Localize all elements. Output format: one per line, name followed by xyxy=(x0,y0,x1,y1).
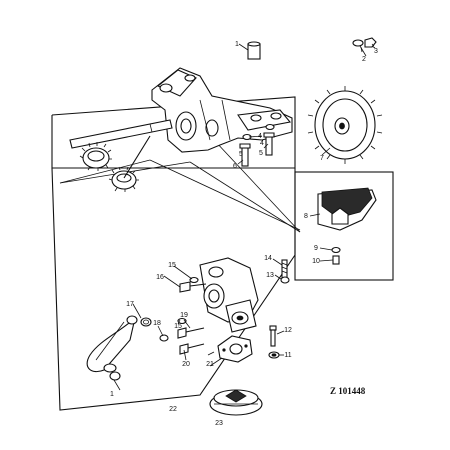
callout-8: 8 xyxy=(304,213,308,220)
nut-part-13 xyxy=(280,276,290,284)
callout-13: 13 xyxy=(266,272,274,279)
gasket-part-21 xyxy=(217,335,253,363)
strainer-part-23 xyxy=(209,389,263,416)
callout-22: 22 xyxy=(169,406,177,413)
bolt-part-12 xyxy=(269,325,277,347)
callout-15: 15 xyxy=(168,262,176,269)
seal-ring-17 xyxy=(140,317,152,327)
seal-ring-1-lower xyxy=(109,371,121,381)
callout-12: 12 xyxy=(284,327,292,334)
callout-5: 5 xyxy=(259,150,263,157)
callout-19: 19 xyxy=(180,312,188,319)
lower-assembly-frame xyxy=(51,167,296,411)
stud-part-14 xyxy=(281,259,288,279)
callout-1-second: 1 xyxy=(110,391,114,398)
callout-14: 14 xyxy=(264,255,272,262)
pump-cover-part-8 xyxy=(317,187,377,231)
detail-inset-frame xyxy=(294,171,394,281)
callout-10: 10 xyxy=(312,258,320,265)
sleeve-part-1 xyxy=(238,41,261,60)
callout-15-second: 15 xyxy=(174,323,182,330)
callout-2: 2 xyxy=(362,56,366,63)
callout-4-second: 4 xyxy=(260,140,264,147)
suction-pipe xyxy=(86,315,138,373)
callout-23: 23 xyxy=(215,420,223,427)
callout-9: 9 xyxy=(314,245,318,252)
oil-pump-housing xyxy=(151,67,293,153)
driven-gear-part-7 xyxy=(307,86,383,164)
bolt-washer-9-10 xyxy=(331,246,341,265)
nut-washer-parts-2-3 xyxy=(352,37,377,57)
drive-shaft-with-gear xyxy=(69,119,173,192)
callout-20: 20 xyxy=(182,361,190,368)
figure-reference: Z 101448 xyxy=(330,386,366,396)
bolts-washers-4-5-6 xyxy=(239,123,275,167)
shaft-gear-lower xyxy=(108,135,151,192)
callout-7: 7 xyxy=(320,155,324,162)
callout-1: 1 xyxy=(235,41,239,48)
callout-3: 3 xyxy=(374,48,378,55)
callout-17: 17 xyxy=(126,301,134,308)
callout-18: 18 xyxy=(153,320,161,327)
callout-16: 16 xyxy=(156,274,164,281)
callout-11: 11 xyxy=(284,352,291,359)
callout-5-second: 5 xyxy=(239,151,243,158)
washer-part-11 xyxy=(268,351,280,359)
lower-pump-body xyxy=(199,257,259,333)
bolts-18-19-20 xyxy=(159,317,205,355)
callout-leaders xyxy=(113,43,375,391)
callout-4: 4 xyxy=(258,133,262,140)
shaft-gear-upper xyxy=(79,142,112,171)
callout-21: 21 xyxy=(206,361,214,368)
callout-6: 6 xyxy=(233,163,237,170)
